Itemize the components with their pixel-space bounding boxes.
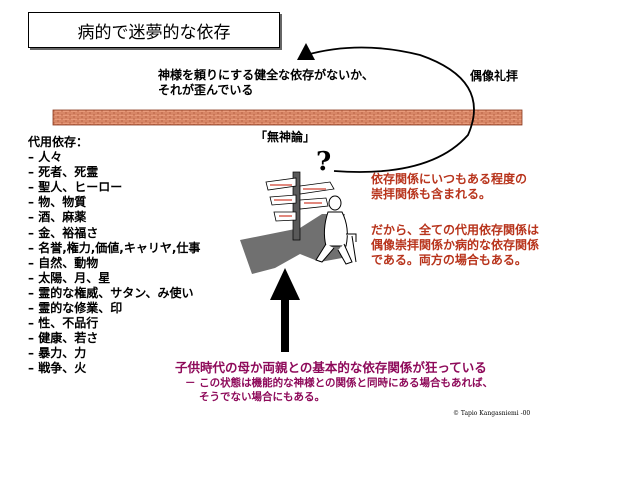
healthy-dependence-text: 神様を頼りにする健全な依存がないか、 それが歪んでいる [158, 68, 374, 98]
list-item: – 霊的な権威、サタン、み使い [28, 285, 194, 300]
list-item: – 物、物質 [28, 195, 87, 210]
list-item: – 自然、動物 [28, 255, 99, 270]
signpost-figure [265, 171, 335, 241]
conclusion-note-line-1: だから、全ての代用依存関係は [371, 223, 540, 237]
childhood-main-text: 子供時代の母か両親との基本的な依存関係が狂っている [175, 360, 487, 375]
childhood-sub-line-1: － この状態は機能的な神様との関係と同時にある場合もあれば、 [185, 377, 494, 389]
conclusion-note-line-2: 偶像崇拝関係か病的な依存関係 [371, 238, 540, 252]
idolatry-label: 偶像礼拝 [470, 69, 519, 83]
worship-note-line-2: 崇拝関係も含まれる。 [371, 187, 492, 201]
conclusion-note-line-3: である。両方の場合もある。 [371, 253, 527, 267]
list-heading: 代用依存： [28, 135, 89, 149]
list-item: – 人々 [28, 150, 63, 165]
bottom-arrowhead [270, 268, 300, 300]
sitting-person-figure [315, 195, 357, 265]
title-box: 病的で迷夢的な依存 [28, 12, 280, 48]
list-item: – 健康、若さ [28, 331, 99, 346]
list-item: – 酒、麻薬 [28, 210, 87, 225]
bottom-arrow-shaft [281, 298, 289, 352]
curved-arrow-line [305, 46, 475, 173]
list-item: – 死者、死霊 [28, 165, 99, 180]
worship-note-line-1: 依存関係にいつもある程度の [371, 172, 528, 186]
childhood-sub-line-2: そうでない場合にもある。 [199, 391, 325, 403]
list-item: – 名誉,権力,価値,キャリヤ,仕事 [28, 240, 201, 255]
healthy-dependence-line-1: 神様を頼りにする健全な依存がないか、 [158, 68, 374, 82]
list-item: – 霊的な修業、印 [28, 301, 123, 316]
atheism-label: 「無神論」 [255, 130, 316, 144]
list-item: – 性、不品行 [28, 316, 99, 331]
list-item: – 聖人、ヒーロー [28, 180, 123, 195]
question-mark: ? [316, 147, 332, 177]
page-title: 病的で迷夢的な依存 [77, 22, 231, 43]
list-item: – 戦争、火 [28, 361, 87, 376]
list-item: – 暴力、力 [28, 346, 87, 361]
conclusion-note: だから、全ての代用依存関係は 偶像崇拝関係か病的な依存関係 である。両方の場合も… [371, 223, 539, 268]
copyright-text: © Tapio Kangasniemi -00 [453, 410, 531, 417]
childhood-sub-text: － この状態は機能的な神様との関係と同時にある場合もあれば、 そうでない場合にも… [185, 376, 493, 404]
brick-wall [52, 109, 523, 126]
worship-note: 依存関係にいつもある程度の 崇拝関係も含まれる。 [371, 172, 527, 202]
healthy-dependence-line-2: それが歪んでいる [158, 83, 254, 97]
list-item: – 金、裕福さ [28, 225, 99, 240]
substitute-dependence-list: 代用依存： – 人々 – 死者、死霊 – 聖人、ヒーロー – 物、物質 – 酒、… [28, 135, 200, 377]
list-item: – 太陽、月、星 [28, 270, 111, 285]
up-arrowhead-top [297, 43, 315, 60]
